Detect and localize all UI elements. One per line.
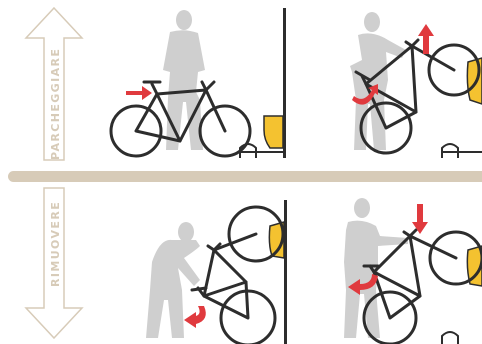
divider-bar <box>8 171 482 182</box>
panel-push-bike <box>111 8 286 158</box>
wheel-holder-icon <box>442 246 482 344</box>
wheel-holder-icon <box>240 116 283 158</box>
panel-lift-bike <box>350 12 482 158</box>
person-silhouette-icon <box>350 12 406 150</box>
remove-label: RIMUOVERE <box>49 201 62 287</box>
panel-lower-bike <box>344 198 482 344</box>
push-arrow-icon <box>126 86 152 100</box>
remove-curved-arrow-icon <box>184 306 206 328</box>
panel-remove-bike <box>146 200 287 344</box>
bicycle-icon <box>364 230 482 344</box>
wheel-holder-icon <box>442 58 482 158</box>
park-label: PARCHEGGIARE <box>49 48 62 160</box>
